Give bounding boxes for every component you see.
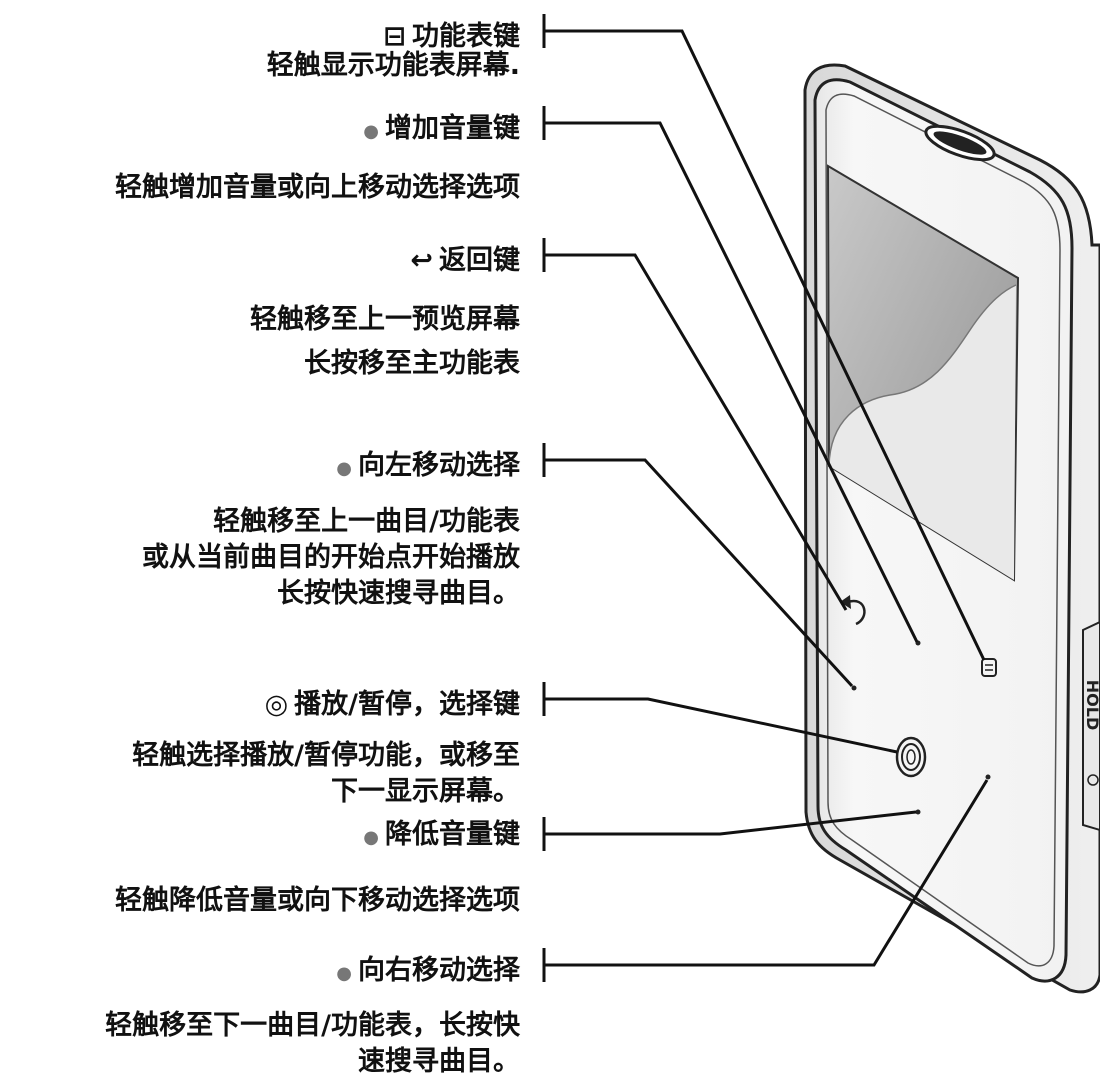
back-key-desc-line: 长按移至主功能表 xyxy=(304,348,520,379)
vol-down-desc-line: 轻触降低音量或向下移动选择选项 xyxy=(115,885,520,916)
device-right-dot xyxy=(985,774,991,780)
leader-lines xyxy=(542,14,989,982)
menu-key-heading: ⊟功能表键 xyxy=(383,14,520,53)
right-title: 向右移动选择 xyxy=(358,955,520,986)
play-heading: ◎播放/暂停，选择键 xyxy=(265,682,520,721)
play-desc-line: 下一显示屏幕。 xyxy=(331,776,520,807)
leader-play xyxy=(542,682,898,754)
play-select-icon: ◎ xyxy=(264,689,289,720)
leader-right xyxy=(542,779,989,982)
vol-up-desc: 轻触增加音量或向上移动选择选项 xyxy=(115,170,520,206)
leader-back xyxy=(542,238,848,611)
hold-switch: HOLD xyxy=(1082,620,1100,832)
back-key-title: 返回键 xyxy=(439,245,520,276)
vol-down-title: 降低音量键 xyxy=(385,819,520,850)
vol-down-desc: 轻触降低音量或向下移动选择选项 xyxy=(115,883,520,919)
vol-up-desc-line: 轻触增加音量或向上移动选择选项 xyxy=(115,172,520,203)
menu-icon: ⊟ xyxy=(383,21,406,52)
vol-up-heading: ● 增加音量键 xyxy=(363,106,520,145)
face-buttons xyxy=(840,595,997,815)
device-vol-down-dot xyxy=(915,809,921,815)
right-desc: 轻触移至下一曲目/功能表，长按快 速搜寻曲目。 xyxy=(105,1008,520,1080)
device-screen xyxy=(826,164,1020,582)
device-left-dot xyxy=(851,685,857,691)
back-key-desc-line: 轻触移至上一预览屏幕 xyxy=(250,304,520,335)
bullet-dot-icon: ● xyxy=(363,827,379,848)
vol-up-title: 增加音量键 xyxy=(385,113,520,144)
leader-vol-down xyxy=(542,810,917,851)
back-key-desc: 轻触移至上一预览屏幕 长按移至主功能表 xyxy=(250,302,520,382)
leader-left xyxy=(542,443,854,688)
bullet-dot-icon: ● xyxy=(336,458,352,479)
left-title: 向左移动选择 xyxy=(358,450,520,481)
play-desc-line: 轻触选择播放/暂停功能，或移至 xyxy=(132,740,520,771)
menu-key-title: 功能表键 xyxy=(412,21,520,52)
play-title: 播放/暂停，选择键 xyxy=(294,689,520,720)
right-desc-line: 速搜寻曲目。 xyxy=(358,1046,520,1077)
leader-menu xyxy=(542,14,986,661)
bullet-dot-icon: ● xyxy=(363,121,379,142)
play-desc: 轻触选择播放/暂停功能，或移至 下一显示屏幕。 xyxy=(132,738,520,810)
bullet-dot-icon: ● xyxy=(336,963,352,984)
right-heading: ● 向右移动选择 xyxy=(336,948,520,987)
device-menu-icon xyxy=(981,658,997,677)
left-desc-line: 或从当前曲目的开始点开始播放 xyxy=(142,542,520,573)
left-desc-line: 长按快速搜寻曲目。 xyxy=(277,578,520,609)
top-connector xyxy=(924,124,996,162)
leader-vol-up xyxy=(542,106,919,643)
left-desc: 轻触移至上一曲目/功能表 或从当前曲目的开始点开始播放 长按快速搜寻曲目。 xyxy=(142,504,520,612)
menu-key-desc: 轻触显示功能表屏幕. xyxy=(267,48,520,84)
right-desc-line: 轻触移至下一曲目/功能表，长按快 xyxy=(105,1010,520,1041)
left-desc-line: 轻触移至上一曲目/功能表 xyxy=(213,506,520,537)
menu-key-desc-line: 轻触显示功能表屏幕. xyxy=(266,50,520,81)
vol-down-heading: ● 降低音量键 xyxy=(363,812,520,851)
hold-label: HOLD xyxy=(1083,680,1100,730)
device-inner-border xyxy=(825,93,1061,967)
back-arrow-icon: ↩ xyxy=(410,245,433,276)
device-back-icon xyxy=(840,595,866,626)
back-key-heading: ↩返回键 xyxy=(410,238,520,277)
device-play-select-button xyxy=(895,736,927,778)
left-heading: ● 向左移动选择 xyxy=(336,443,520,482)
